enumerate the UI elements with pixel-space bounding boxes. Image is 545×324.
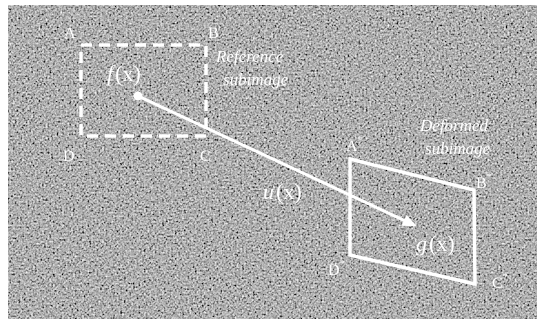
def-corner-a: A*: [346, 135, 363, 155]
deformed-subimage-box: [348, 156, 477, 287]
def-corner-d: D*: [328, 259, 345, 279]
deformed-caption-line1: Deformed: [419, 116, 488, 135]
f-label: f(x): [107, 61, 141, 86]
ref-corner-a: A: [64, 25, 76, 42]
deformed-caption-line2: subimage: [425, 139, 491, 158]
reference-caption-line2: subimage: [223, 70, 289, 89]
ref-corner-c: C: [200, 148, 211, 165]
speckle-image: A B C D A* B* C* D* f(x) u(x) g(x) Refer…: [8, 5, 537, 319]
displacement-arrow: [137, 94, 417, 227]
deformation-diagram: A B C D A* B* C* D* f(x) u(x) g(x) Refer…: [8, 5, 537, 319]
reference-caption-line1: Reference: [215, 47, 284, 66]
def-corner-b: B*: [476, 172, 492, 192]
reference-subimage-box: [79, 43, 208, 138]
u-label: u(x): [263, 179, 302, 204]
ref-corner-d: D: [63, 148, 75, 165]
reference-point: [133, 91, 143, 101]
g-label: g(x): [416, 231, 455, 256]
def-corner-c: C*: [492, 272, 508, 292]
ref-corner-b: B: [208, 25, 219, 42]
speckle-texture: [8, 5, 537, 319]
